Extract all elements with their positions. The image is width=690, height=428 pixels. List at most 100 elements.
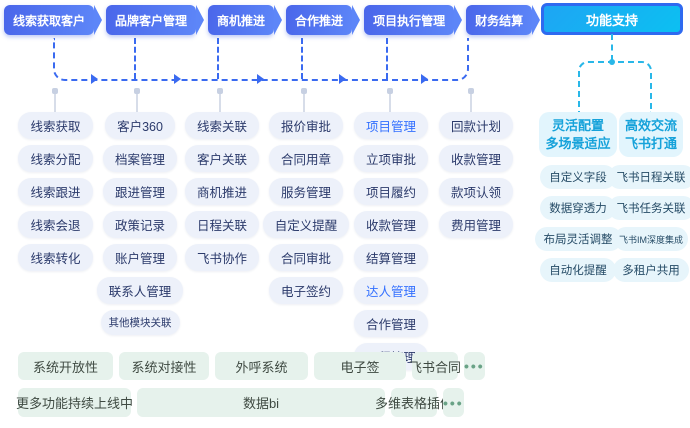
column-drop-pin [387, 88, 393, 112]
feature-pill: 飞书协作 [184, 244, 259, 271]
support-items: 自定义字段数据穿透力布局灵活调整自动化提醒 [534, 165, 622, 283]
support-header-line2: 飞书打通 [624, 135, 677, 151]
capability-box: 更多功能持续上线中 [16, 388, 133, 417]
capability-box: 系统开放性 [18, 352, 113, 380]
feature-pill: 收款管理 [353, 211, 428, 238]
stage-label: 商机推进 [217, 13, 266, 28]
feature-pill: 回款计划 [438, 112, 513, 139]
feature-pill: 账户管理 [102, 244, 177, 271]
support-header-line2: 多场景适应 [545, 135, 611, 151]
feature-pill: 客户360 [105, 112, 175, 139]
support-pill: 飞书日程关联 [607, 165, 690, 190]
flow-connector-line [134, 38, 136, 79]
feature-pill: 合作管理 [353, 310, 428, 337]
support-group-flexible-config: 灵活配置 多场景适应 自定义字段数据穿透力布局灵活调整自动化提醒 [532, 112, 624, 283]
feature-pill: 结算管理 [353, 244, 428, 271]
stage-label: 财务结算 [475, 13, 524, 28]
feature-pill: 日程关联 [184, 211, 259, 238]
flow-arrow-icon [421, 74, 428, 84]
feature-pill: 收款管理 [438, 145, 513, 172]
support-header-line1: 灵活配置 [551, 118, 604, 133]
flow-connector-line [301, 38, 303, 79]
support-group-header: 灵活配置 多场景适应 [539, 112, 617, 158]
column-drop-pin [134, 88, 140, 112]
column-finance: 回款计划收款管理款项认领费用管理 [426, 112, 526, 238]
feature-pill: 服务管理 [268, 178, 343, 205]
column-drop-pin [468, 88, 474, 112]
support-items: 飞书日程关联飞书任务关联飞书IM深度集成多租户共用 [607, 165, 690, 283]
feature-pill: 项目履约 [353, 178, 428, 205]
column-drop-pin [52, 88, 58, 112]
support-pill: 数据穿透力 [540, 196, 616, 221]
feature-pill: 费用管理 [438, 211, 513, 238]
stage-button: 项目执行管理 [364, 5, 463, 35]
feature-pill: 其他模块关联 [100, 310, 180, 335]
stage-button: 商机推进 [208, 5, 283, 35]
capability-box: ••• [443, 388, 464, 417]
stage-button: 线索获取客户 [4, 5, 103, 35]
column-brand-customer: 客户360 档案管理跟进管理政策记录账户管理联系人管理其他模块关联 [91, 112, 189, 335]
stage-label: 项目执行管理 [373, 13, 446, 28]
feature-pill: 联系人管理 [96, 277, 184, 304]
stage-label: 线索获取客户 [13, 13, 86, 28]
support-button-label: 功能支持 [585, 12, 638, 28]
feature-pill: 项目管理 [353, 112, 428, 139]
feature-pill: 立项审批 [353, 145, 428, 172]
flow-connector-line [386, 38, 388, 79]
support-button: 功能支持 [541, 3, 683, 35]
column-cooperation: 报价审批合同用章服务管理自定义提醒合同审批电子签约 [256, 112, 356, 304]
feature-pill: 线索会退 [18, 211, 93, 238]
capability-box: 飞书合同 [409, 352, 461, 380]
support-connector-line [611, 34, 613, 61]
support-pill: 布局灵活调整 [534, 227, 622, 252]
support-junction-dot [609, 59, 615, 65]
capability-box: ••• [464, 352, 485, 380]
support-pill: 多租户共用 [613, 258, 689, 283]
flow-arrow-icon [339, 74, 346, 84]
feature-pill: 客户关联 [184, 145, 259, 172]
feature-pill: 线索跟进 [18, 178, 93, 205]
capability-box: 数据bi [137, 388, 385, 417]
flow-arrow-icon [257, 74, 264, 84]
capability-row-1: 系统开放性系统对接性外呼系统电子签飞书合同••• [18, 352, 485, 380]
column-drop-pin [301, 88, 307, 112]
stage-button: 品牌客户管理 [106, 5, 205, 35]
support-header-line1: 高效交流 [624, 118, 677, 133]
feature-pill: 商机推进 [184, 178, 259, 205]
support-pill: 飞书任务关联 [607, 196, 690, 221]
feature-pill: 档案管理 [102, 145, 177, 172]
feature-pill: 线索分配 [18, 145, 93, 172]
feature-pill: 款项认领 [438, 178, 513, 205]
flow-arrow-icon [174, 74, 181, 84]
feature-pill: 自定义提醒 [262, 211, 350, 238]
feature-pill: 线索关联 [184, 112, 259, 139]
capability-box: 外呼系统 [215, 352, 308, 380]
stage-label: 品牌客户管理 [115, 13, 188, 28]
support-pill: 飞书IM深度集成 [614, 227, 688, 252]
support-group-header: 高效交流 飞书打通 [618, 112, 683, 158]
stage-button: 财务结算 [466, 5, 541, 35]
feature-pill: 电子签约 [268, 277, 343, 304]
feature-pill: 合同审批 [268, 244, 343, 271]
column-opportunity: 线索关联客户关联商机推进日程关联飞书协作 [173, 112, 271, 271]
stage-button: 合作推进 [286, 5, 361, 35]
feature-pill: 报价审批 [268, 112, 343, 139]
feature-pill: 合同用章 [268, 145, 343, 172]
capability-box: 多维表格插件 [375, 388, 453, 417]
column-drop-pin [217, 88, 223, 112]
column-lead-acquisition: 线索获取线索分配线索跟进线索会退线索转化 [8, 112, 103, 271]
support-branch-line [578, 61, 652, 114]
feature-pill: 线索获取 [18, 112, 93, 139]
feature-pill: 跟进管理 [102, 178, 177, 205]
feature-pill: 达人管理 [353, 277, 428, 304]
capability-box: 系统对接性 [119, 352, 209, 380]
support-group-feishu-integration: 高效交流 飞书打通 飞书日程关联飞书任务关联飞书IM深度集成多租户共用 [607, 112, 690, 283]
stage-label: 合作推进 [295, 13, 344, 28]
capability-box: 电子签 [314, 352, 406, 380]
feature-pill: 线索转化 [18, 244, 93, 271]
feature-pill: 政策记录 [102, 211, 177, 238]
stage-flow-row: 线索获取客户 品牌客户管理 商机推进 合作推进 项目执行管理 财务结算 [4, 5, 541, 35]
flow-connector-line [217, 38, 219, 79]
